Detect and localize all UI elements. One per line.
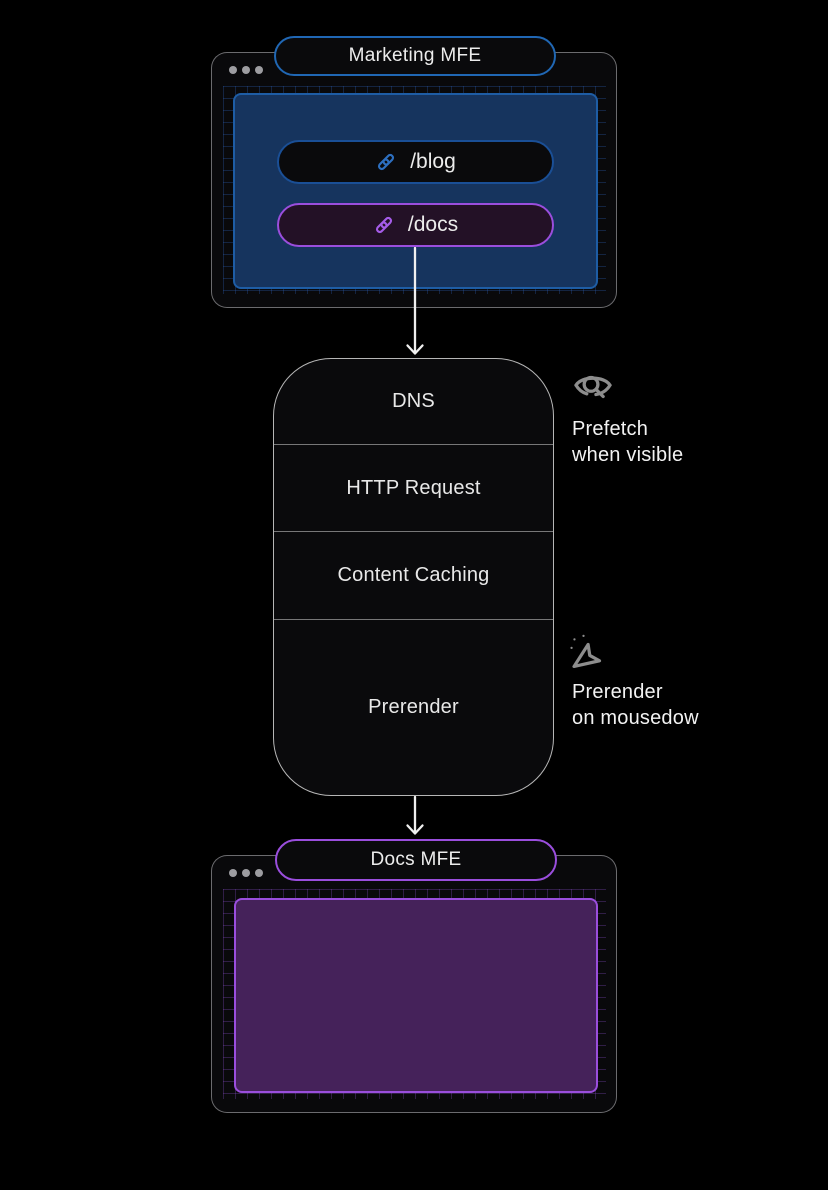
cursor-click-icon: [568, 632, 699, 679]
pipeline-step-label: HTTP Request: [346, 476, 481, 499]
pipeline-step-label: DNS: [392, 390, 435, 412]
window-dot-icon: [229, 66, 237, 74]
docs-link[interactable]: /docs: [277, 203, 554, 247]
docs-tab[interactable]: Docs MFE: [275, 839, 557, 881]
pipeline-step-prerender: Prerender: [274, 619, 553, 795]
annotation-prefetch: Prefetch when visible: [572, 368, 683, 468]
docs-window: Docs MFE: [211, 839, 617, 1113]
pipeline-step-http-request: HTTP Request: [274, 444, 553, 531]
blog-link-label: /blog: [410, 150, 456, 173]
annotation-text-line: Prefetch: [572, 418, 649, 440]
pipeline-stack: DNS HTTP Request Content Caching Prerend…: [273, 358, 554, 796]
window-controls: [229, 66, 263, 74]
window-dot-icon: [229, 869, 237, 877]
blog-link[interactable]: /blog: [277, 140, 554, 184]
arrow-pipeline-to-docs: [406, 796, 424, 835]
marketing-tab-label: Marketing MFE: [348, 45, 482, 66]
window-dot-icon: [255, 66, 263, 74]
window-controls: [229, 869, 263, 877]
arrow-docs-to-pipeline: [406, 247, 424, 355]
annotation-prerender: Prerender on mousedow: [568, 632, 699, 731]
pipeline-step-label: Prerender: [368, 696, 459, 718]
annotation-text-line: when visible: [572, 444, 684, 466]
pipeline-step-label: Content Caching: [337, 564, 490, 586]
annotation-text-line: Prerender: [572, 681, 663, 703]
pipeline-step-content-caching: Content Caching: [274, 531, 553, 619]
annotation-text-line: on mousedow: [572, 707, 699, 729]
link-icon: [373, 214, 395, 236]
window-dot-icon: [255, 869, 263, 877]
window-dot-icon: [242, 869, 250, 877]
marketing-tab[interactable]: Marketing MFE: [274, 36, 556, 76]
prefetch-eye-icon: [573, 368, 683, 409]
docs-link-label: /docs: [407, 213, 459, 236]
docs-tab-label: Docs MFE: [370, 849, 462, 870]
pipeline-step-dns: DNS: [274, 359, 553, 444]
docs-panel: [234, 898, 598, 1093]
window-dot-icon: [242, 66, 250, 74]
link-icon: [375, 151, 397, 173]
